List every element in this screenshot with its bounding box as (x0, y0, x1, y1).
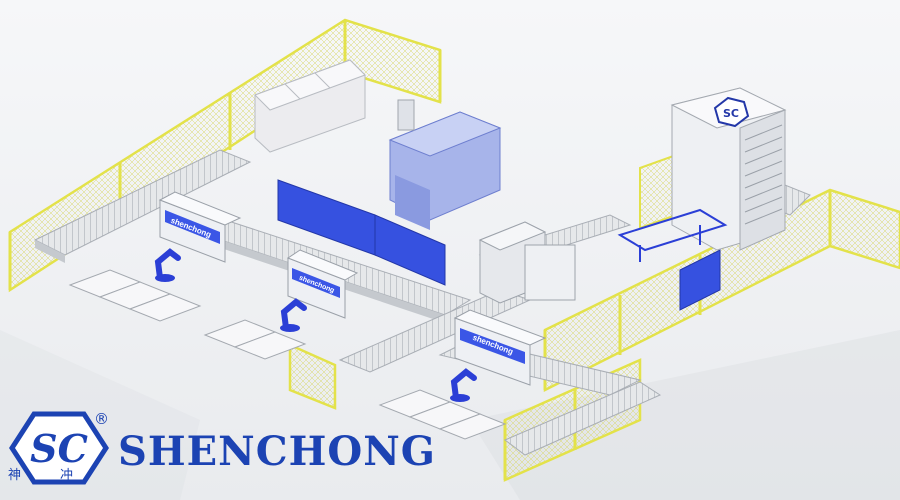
brand-logo: SC ® 神 冲 SHENCHONG (6, 402, 435, 496)
brand-name: SHENCHONG (118, 428, 436, 475)
press-brake-2: shenchong (286, 249, 359, 319)
robot-arm-2 (280, 298, 307, 332)
conveyor-upper-left (33, 149, 252, 263)
storage-racks (254, 59, 366, 153)
laser-cutter (388, 99, 502, 230)
cnc-cabinet (478, 221, 576, 304)
tower-monogram: SC (723, 107, 739, 120)
press-brake-1: shenchong (158, 191, 242, 263)
storage-tower: SC (670, 87, 787, 251)
tower-logo: SC (713, 96, 750, 128)
part-bins-3 (378, 389, 507, 440)
robot-arm-1 (154, 248, 181, 282)
sc-monogram-icon: SC (9, 411, 109, 485)
registered-mark: ® (94, 410, 109, 428)
brand-chinese-right: 冲 (60, 468, 74, 483)
brand-chinese-left: 神 (8, 468, 22, 483)
loading-gantry (617, 208, 728, 262)
part-bins-2 (203, 319, 307, 360)
press-brake-3: shenchong (453, 309, 547, 386)
robot-arm-3 (450, 368, 477, 402)
logo-monogram: SC (30, 426, 88, 471)
blue-panel-wall (277, 179, 721, 311)
part-bins-1 (68, 269, 202, 322)
